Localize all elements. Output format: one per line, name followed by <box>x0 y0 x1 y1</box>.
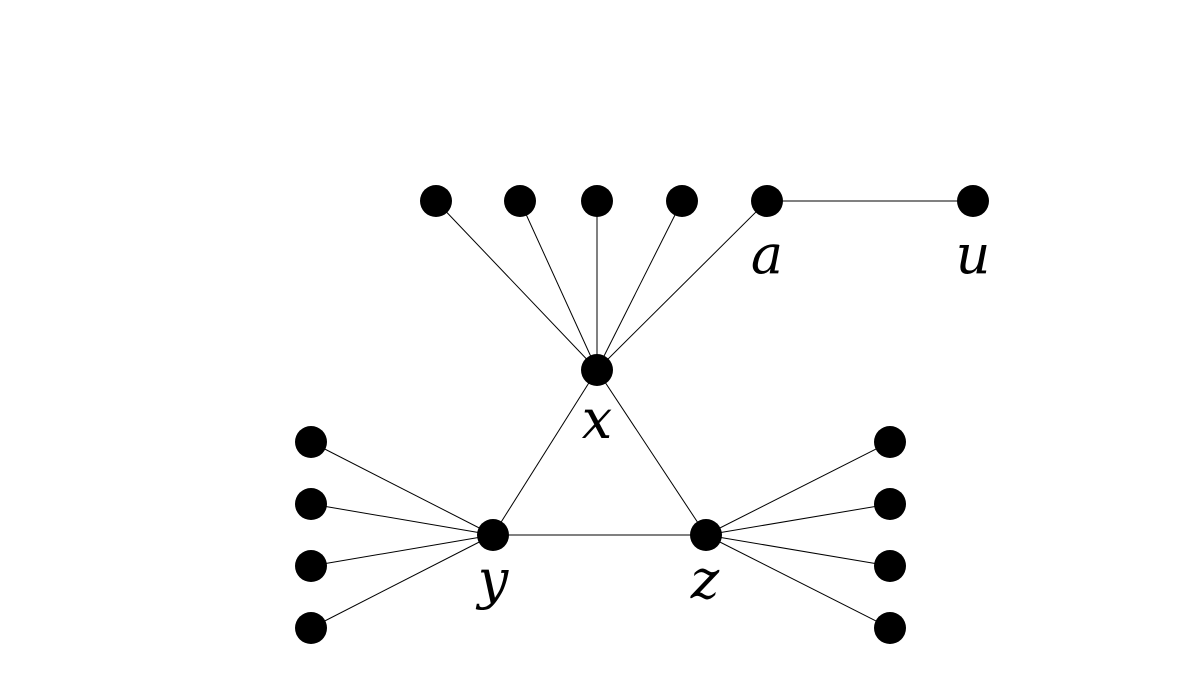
vertex-zl3 <box>874 550 906 582</box>
edge-z-zl2 <box>705 503 891 536</box>
vertex-z <box>690 519 722 551</box>
edge-y-yl4 <box>310 534 494 629</box>
vertex-y <box>477 519 509 551</box>
label-a: a <box>751 223 783 286</box>
vertex-yl1 <box>295 426 327 458</box>
edge-x-t4 <box>596 200 683 371</box>
label-y: y <box>476 548 510 611</box>
label-z: z <box>690 548 720 611</box>
vertex-yl2 <box>295 488 327 520</box>
nodes <box>295 185 989 644</box>
edge-z-zl1 <box>705 441 891 536</box>
edge-x-t1 <box>435 200 598 371</box>
edge-z-zl4 <box>705 534 891 629</box>
vertex-t2 <box>504 185 536 217</box>
edge-x-a <box>596 200 768 371</box>
vertex-t4 <box>666 185 698 217</box>
edge-x-t2 <box>519 200 598 371</box>
edge-y-yl1 <box>310 441 494 536</box>
vertex-x <box>581 354 613 386</box>
edge-x-z <box>596 369 707 536</box>
edge-x-y <box>492 369 598 536</box>
edges <box>310 200 973 629</box>
vertex-zl1 <box>874 426 906 458</box>
label-x: x <box>582 388 612 451</box>
vertex-yl3 <box>295 550 327 582</box>
vertex-yl4 <box>295 612 327 644</box>
edge-z-zl3 <box>705 534 891 567</box>
vertex-zl2 <box>874 488 906 520</box>
vertex-t1 <box>420 185 452 217</box>
label-u: u <box>956 223 991 286</box>
edge-y-yl2 <box>310 503 494 536</box>
vertex-zl4 <box>874 612 906 644</box>
edge-y-yl3 <box>310 534 494 567</box>
vertex-t3 <box>581 185 613 217</box>
vertex-u <box>957 185 989 217</box>
vertex-labels: x y z a u <box>476 223 991 611</box>
vertex-a <box>751 185 783 217</box>
